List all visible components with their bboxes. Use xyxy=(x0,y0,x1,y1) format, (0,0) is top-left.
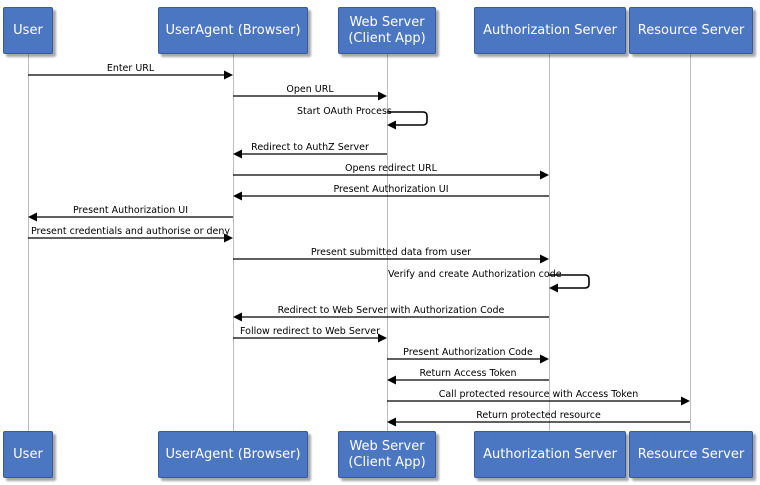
message-label: Follow redirect to Web Server xyxy=(240,326,380,337)
actor-resource-bottom: Resource Server xyxy=(629,431,753,478)
message-label: Redirect to Web Server with Authorizatio… xyxy=(277,305,505,316)
arrow-head xyxy=(540,170,549,180)
arrow-head xyxy=(387,120,396,130)
message-label: Open URL xyxy=(286,84,334,95)
actor-user-bottom: User xyxy=(3,431,53,478)
self-message-arrow xyxy=(549,274,590,289)
message-label: Present credentials and authorise or den… xyxy=(30,226,231,237)
actor-user-top: User xyxy=(3,7,53,54)
actor-web-bottom: Web Server (Client App) xyxy=(338,431,436,478)
lifeline-web xyxy=(387,54,388,431)
message-label: Redirect to AuthZ Server xyxy=(251,142,369,153)
lifeline-resource xyxy=(690,54,691,431)
message-label: Present Authorization UI xyxy=(333,184,449,195)
arrow-head xyxy=(378,91,387,101)
message-label: Return Access Token xyxy=(419,368,517,379)
lifeline-agent xyxy=(233,54,234,431)
message-label: Present Authorization UI xyxy=(72,205,189,216)
arrow-head xyxy=(233,149,242,159)
lifeline-authz xyxy=(549,54,550,431)
self-message-arrow xyxy=(387,111,428,126)
actor-agent-top: UserAgent (Browser) xyxy=(158,7,308,54)
arrow-head xyxy=(681,396,690,406)
arrow-head xyxy=(540,354,549,364)
message-label: Present submitted data from user xyxy=(310,247,472,258)
message-label: Call protected resource with Access Toke… xyxy=(438,389,639,400)
arrow-head xyxy=(233,191,242,201)
actor-web-top: Web Server (Client App) xyxy=(338,7,436,54)
actor-resource-top: Resource Server xyxy=(629,7,753,54)
actor-agent-bottom: UserAgent (Browser) xyxy=(158,431,308,478)
actor-authz-top: Authorization Server xyxy=(474,7,626,54)
arrow-head xyxy=(224,233,233,243)
arrow-head xyxy=(549,283,558,293)
message-label: Return protected resource xyxy=(476,410,601,421)
arrow-head xyxy=(378,333,387,343)
arrow-head xyxy=(233,312,242,322)
message-label: Opens redirect URL xyxy=(345,163,437,174)
lifeline-user xyxy=(28,54,29,431)
arrow-head xyxy=(540,254,549,264)
arrow-head xyxy=(387,417,396,427)
message-label: Enter URL xyxy=(106,63,155,74)
arrow-head xyxy=(224,70,233,80)
actor-authz-bottom: Authorization Server xyxy=(474,431,626,478)
message-label: Present Authorization Code xyxy=(403,347,533,358)
arrow-head xyxy=(387,375,396,385)
arrow-head xyxy=(28,212,37,222)
message-label: Verify and create Authorization code xyxy=(388,269,562,280)
message-label: Start OAuth Process xyxy=(297,106,392,117)
